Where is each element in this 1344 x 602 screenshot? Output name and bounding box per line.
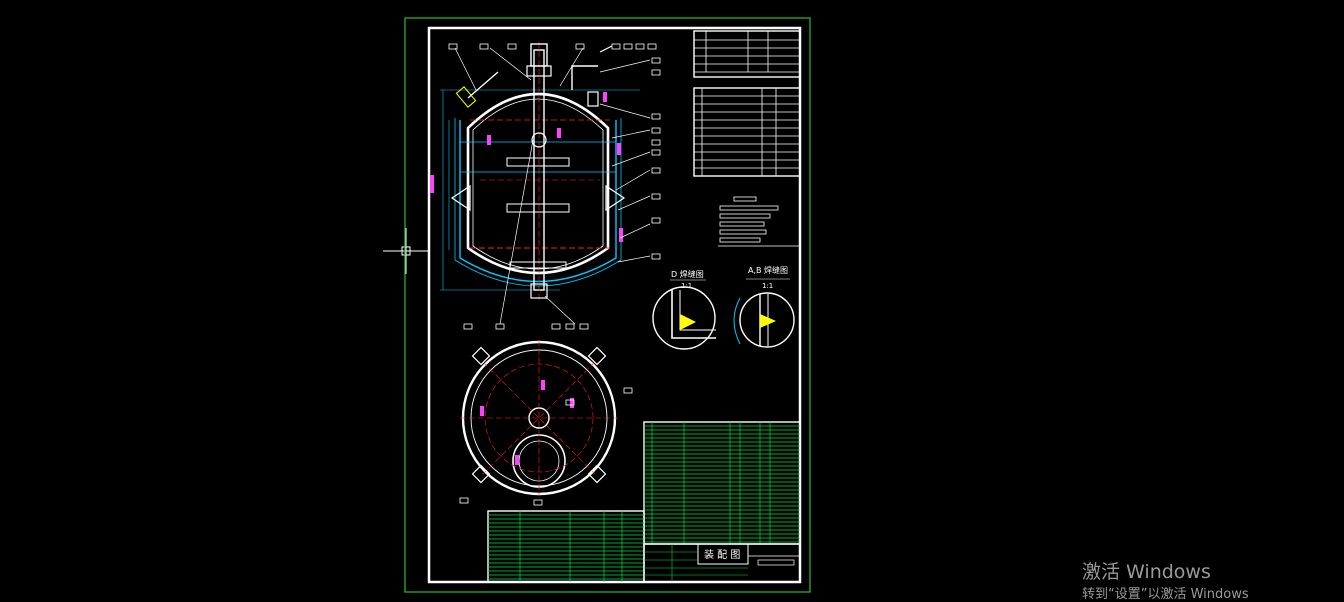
crosshair-cursor bbox=[383, 228, 430, 274]
parts-list-table bbox=[643, 421, 801, 545]
title-block: 装 配 图 bbox=[643, 543, 801, 583]
detail-d-title: D 焊缝图 bbox=[671, 269, 704, 279]
vessel-front-view bbox=[430, 42, 661, 330]
windows-activation-subtitle: 转到“设置”以激活 Windows bbox=[1082, 587, 1249, 602]
design-data-table bbox=[693, 30, 801, 78]
windows-activation-title: 激活 Windows bbox=[1082, 561, 1211, 583]
detail-d-scale: 1:1 bbox=[681, 282, 692, 290]
notes-block bbox=[718, 196, 800, 247]
vessel-plan-view bbox=[459, 340, 633, 506]
technical-spec-table bbox=[693, 87, 801, 177]
detail-ab-title: A,B 焊缝图 bbox=[748, 265, 788, 275]
detail-ab-scale: 1:1 bbox=[762, 282, 773, 290]
weld-detail-d: D 焊缝图 1:1 bbox=[652, 269, 716, 350]
revision-table bbox=[487, 510, 645, 583]
title-block-name: 装 配 图 bbox=[704, 548, 740, 561]
weld-detail-ab: A,B 焊缝图 1:1 bbox=[733, 265, 795, 348]
outer-sheet-border bbox=[404, 17, 811, 593]
